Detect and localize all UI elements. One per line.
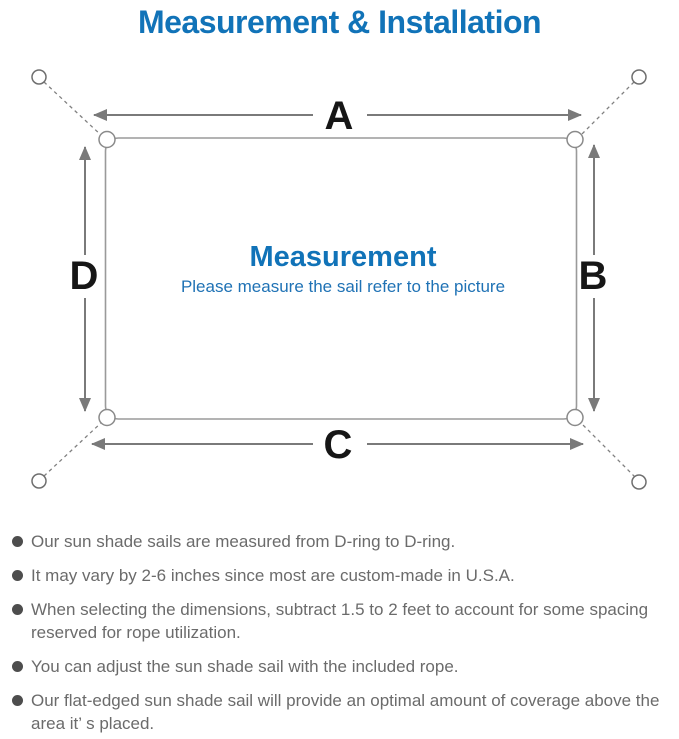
list-item-text: Our sun shade sails are measured from D-… bbox=[31, 532, 456, 551]
list-item-text: When selecting the dimensions, subtract … bbox=[31, 600, 649, 642]
diagram-center-subtitle: Please measure the sail refer to the pic… bbox=[181, 277, 505, 296]
list-item-text: Our flat-edged sun shade sail will provi… bbox=[31, 691, 660, 733]
list-item: When selecting the dimensions, subtract … bbox=[12, 598, 675, 644]
label-c: C bbox=[324, 423, 353, 467]
bullet-dot-icon bbox=[12, 695, 23, 706]
bullet-dot-icon bbox=[12, 570, 23, 581]
anchor-point-top-left bbox=[31, 69, 47, 85]
d-ring-icon-top-right bbox=[566, 130, 584, 149]
label-d: D bbox=[70, 254, 99, 298]
rope-dashed-line-top-left bbox=[43, 81, 103, 137]
list-item: Our sun shade sails are measured from D-… bbox=[12, 530, 675, 553]
bullet-dot-icon bbox=[12, 536, 23, 547]
measurement-diagram: A C D B Measurement Please measure the s… bbox=[31, 69, 647, 490]
d-ring-icon-bottom-left bbox=[98, 408, 116, 427]
sail-outline bbox=[104, 137, 578, 420]
anchor-point-bottom-right bbox=[631, 474, 647, 490]
d-ring-icon-top-left bbox=[98, 130, 116, 149]
diagram-center-title: Measurement bbox=[250, 241, 437, 273]
bullet-dot-icon bbox=[12, 604, 23, 615]
d-ring-icon-bottom-right bbox=[566, 408, 584, 427]
label-b: B bbox=[579, 254, 608, 298]
rope-dashed-line-bottom-left bbox=[43, 421, 103, 477]
list-item-text: You can adjust the sun shade sail with t… bbox=[31, 657, 459, 676]
notes-list: Our sun shade sails are measured from D-… bbox=[12, 530, 675, 739]
list-item-text: It may vary by 2-6 inches since most are… bbox=[31, 566, 515, 585]
list-item: You can adjust the sun shade sail with t… bbox=[12, 655, 675, 678]
anchor-point-bottom-left bbox=[31, 473, 47, 489]
rope-dashed-line-top-right bbox=[579, 81, 635, 137]
list-item: Our flat-edged sun shade sail will provi… bbox=[12, 689, 675, 735]
rope-dashed-line-bottom-right bbox=[579, 421, 636, 478]
bullet-dot-icon bbox=[12, 661, 23, 672]
page-title: Measurement & Installation bbox=[137, 4, 542, 40]
label-a: A bbox=[325, 94, 354, 138]
list-item: It may vary by 2-6 inches since most are… bbox=[12, 564, 675, 587]
anchor-point-top-right bbox=[631, 69, 647, 85]
